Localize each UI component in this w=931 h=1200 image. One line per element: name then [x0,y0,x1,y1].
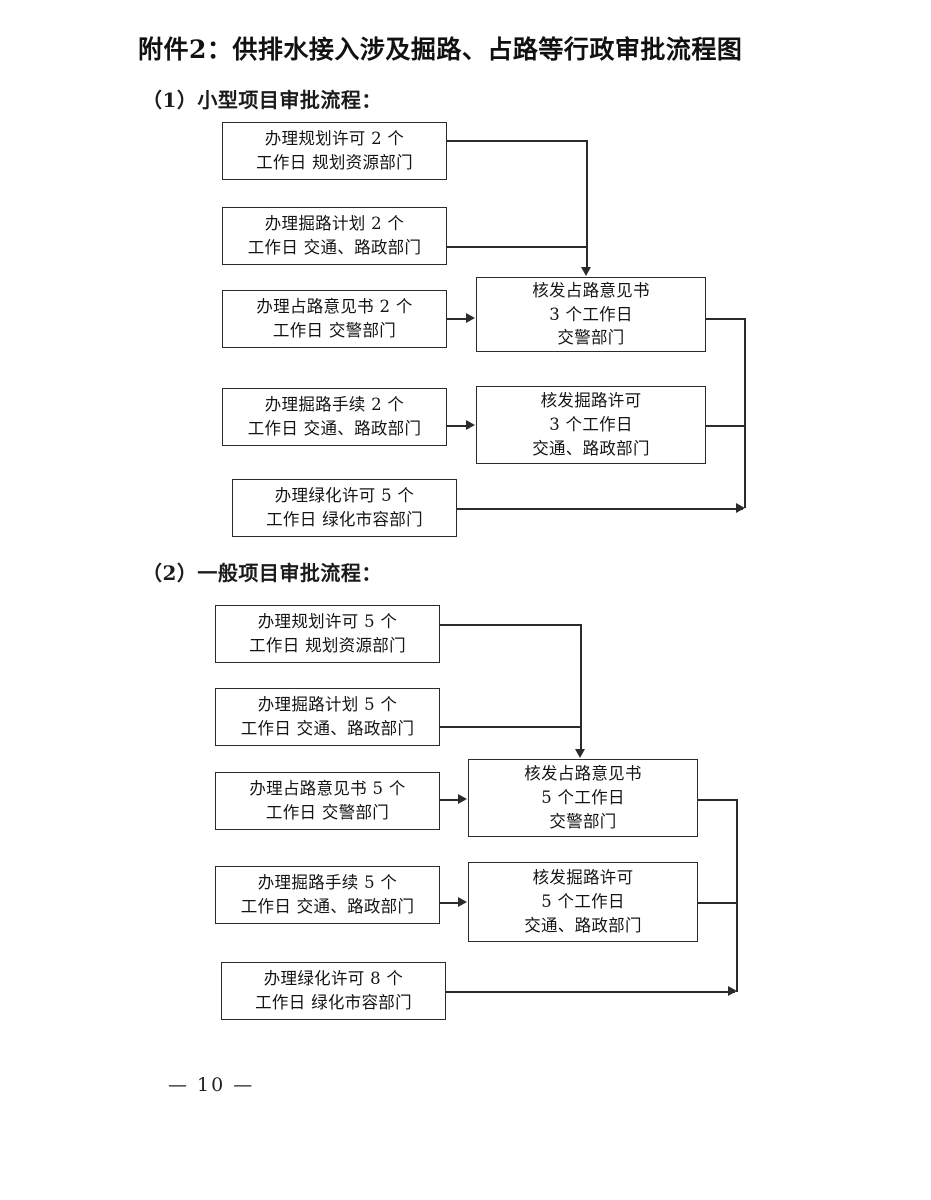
flow-box-s1-planning-permit: 办理规划许可 2 个 工作日 规划资源部门 [222,122,447,180]
connector-s2-greening-out [446,991,735,993]
box-line-1: 办理掘路计划 5 个 [257,695,398,715]
flow-box-s2-road-occupancy-opinion: 办理占路意见书 5 个 工作日 交警部门 [215,772,440,830]
flow-box-s1-excavation-plan: 办理掘路计划 2 个 工作日 交通、路政部门 [222,207,447,265]
connector-s2-opinion-to-issue [440,799,458,801]
box-line-3: 交通、路政部门 [532,438,650,458]
connector-s1-excavation-plan-to-merge [447,246,587,248]
box-line-2: 工作日 绿化市容部门 [266,510,423,529]
box-line-3: 交通、路政部门 [524,915,642,935]
box-line-1: 办理占路意见书 5 个 [249,779,406,799]
box-line-2: 工作日 规划资源部门 [249,636,406,655]
arrow-s1-greening-merge [736,502,745,513]
box-line-2: 3 个工作日 [549,304,633,324]
connector-s1-opinion-to-issue [447,318,466,320]
section-heading-2: （2）一般项目审批流程： [142,561,382,585]
flow-box-s2-issue-excavation-permit: 核发掘路许可 5 个工作日 交通、路政部门 [468,862,698,942]
flow-box-s1-issue-excavation-permit: 核发掘路许可 3 个工作日 交通、路政部门 [476,386,706,464]
flow-box-s2-excavation-procedure: 办理掘路手续 5 个 工作日 交通、路政部门 [215,866,440,924]
flow-box-s1-greening-permit: 办理绿化许可 5 个 工作日 绿化市容部门 [232,479,457,537]
arrow-s2-into-occupancy-opinion [575,749,585,758]
box-line-2: 3 个工作日 [549,415,633,435]
flow-box-s2-issue-occupancy-opinion: 核发占路意见书 5 个工作日 交警部门 [468,759,698,837]
box-line-1: 办理占路意见书 2 个 [256,297,413,317]
section-heading-1: （1）小型项目审批流程： [142,88,382,112]
box-line-1: 办理规划许可 5 个 [257,612,398,632]
box-line-1: 办理掘路手续 2 个 [264,395,405,415]
box-line-1: 办理规划许可 2 个 [264,129,405,149]
box-line-2: 工作日 交警部门 [265,803,390,822]
connector-s1-output-vertical [744,318,746,508]
box-line-3: 交警部门 [557,328,625,348]
box-line-2: 工作日 交通、路政部门 [247,419,422,438]
arrow-s2-into-issue-opinion [458,793,467,804]
flow-box-s2-excavation-plan: 办理掘路计划 5 个 工作日 交通、路政部门 [215,688,440,746]
box-line-2: 工作日 交通、路政部门 [247,238,422,257]
arrow-s2-into-issue-permit [458,896,467,907]
box-line-3: 交警部门 [549,811,617,831]
flow-box-s1-excavation-procedure: 办理掘路手续 2 个 工作日 交通、路政部门 [222,388,447,446]
flow-box-s2-greening-permit: 办理绿化许可 8 个 工作日 绿化市容部门 [221,962,446,1020]
flow-box-s2-planning-permit: 办理规划许可 5 个 工作日 规划资源部门 [215,605,440,663]
box-line-1: 办理掘路计划 2 个 [264,214,405,234]
box-line-2: 5 个工作日 [541,788,625,808]
connector-s2-issue-permit-out [698,902,738,904]
page-number-footer: — 10 — [168,1074,255,1096]
page-title: 附件2：供排水接入涉及掘路、占路等行政审批流程图 [138,35,743,64]
arrow-s1-into-issue-opinion [466,312,475,323]
box-line-1: 办理绿化许可 5 个 [274,486,415,506]
connector-s1-issue-permit-out [706,425,746,427]
connector-s2-issue-opinion-out [698,799,738,801]
box-line-2: 工作日 规划资源部门 [256,153,413,172]
flow-box-s1-road-occupancy-opinion: 办理占路意见书 2 个 工作日 交警部门 [222,290,447,348]
connector-s2-planning-to-merge [440,624,581,626]
box-line-1: 核发掘路许可 [532,868,634,888]
arrow-s1-into-issue-permit [466,419,475,430]
box-line-2: 工作日 交通、路政部门 [240,897,415,916]
arrow-s1-into-occupancy-opinion [581,267,591,276]
connector-s1-greening-out [457,508,743,510]
box-line-1: 核发占路意见书 [524,764,642,784]
connector-s2-excavation-plan-to-merge [440,726,581,728]
box-line-2: 工作日 交通、路政部门 [240,719,415,738]
box-line-2: 5 个工作日 [541,892,625,912]
box-line-2: 工作日 交警部门 [272,321,397,340]
box-line-1: 办理绿化许可 8 个 [263,969,404,989]
flow-box-s1-issue-occupancy-opinion: 核发占路意见书 3 个工作日 交警部门 [476,277,706,352]
connector-s2-procedure-to-issue [440,902,458,904]
box-line-1: 办理掘路手续 5 个 [257,873,398,893]
connector-s2-merge-vertical [580,624,582,750]
box-line-1: 核发掘路许可 [540,391,642,411]
connector-s1-planning-to-merge [447,140,587,142]
connector-s2-output-vertical [736,799,738,992]
box-line-2: 工作日 绿化市容部门 [255,993,412,1012]
connector-s1-merge-vertical [586,140,588,268]
box-line-1: 核发占路意见书 [532,280,650,300]
connector-s1-procedure-to-issue [447,425,466,427]
connector-s1-issue-opinion-out [706,318,746,320]
arrow-s2-greening-merge [728,985,737,996]
